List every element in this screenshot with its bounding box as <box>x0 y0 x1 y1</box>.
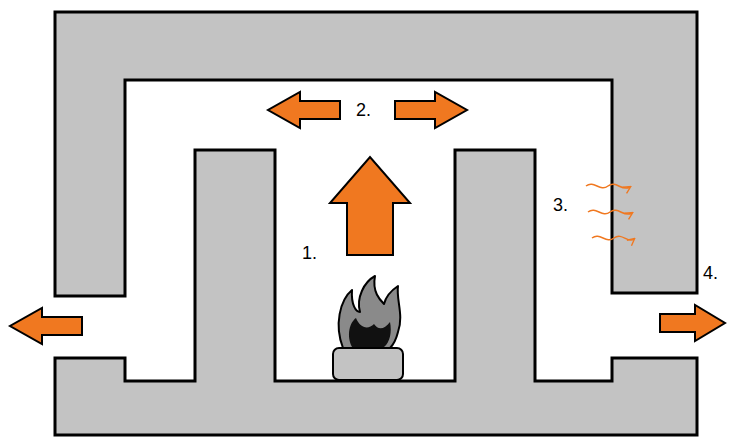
flame-core <box>349 318 391 347</box>
callout-number: 1. <box>302 244 317 262</box>
heat-arrow-up <box>330 157 410 255</box>
heat-arrow-left <box>268 92 340 128</box>
exit-arrow-right <box>660 305 725 341</box>
heat-waves <box>586 184 634 240</box>
flame <box>339 276 401 348</box>
exit-arrow-left <box>10 308 82 344</box>
lower-wall <box>55 150 697 435</box>
upper-wall <box>55 12 697 296</box>
callout-number: 2. <box>356 101 371 119</box>
callout-number: 3. <box>553 196 568 214</box>
heat-arrow-right <box>395 92 467 128</box>
burner-base <box>333 348 403 380</box>
callout-number: 4. <box>703 264 718 282</box>
